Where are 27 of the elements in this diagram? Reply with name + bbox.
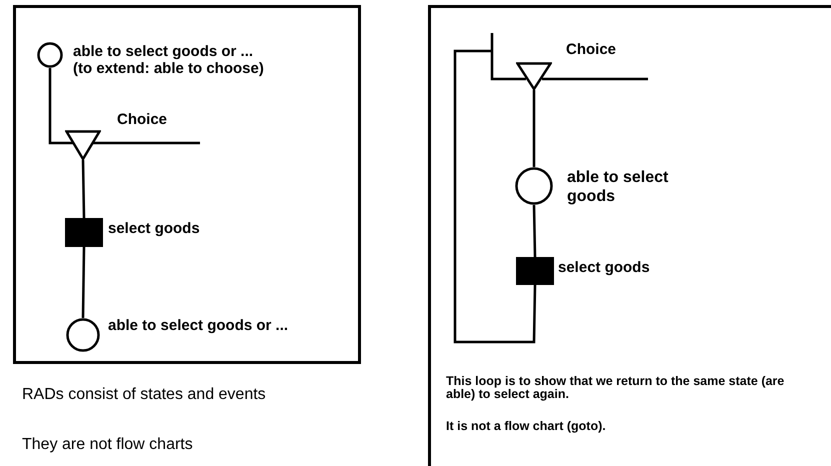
connector-line [532, 204, 536, 258]
state-label: (to extend: able to choose) [73, 61, 264, 77]
connector-line [532, 90, 536, 167]
state-circle [66, 318, 100, 352]
choice-label: Choice [117, 112, 168, 128]
choice-triangle [65, 130, 101, 160]
note-text: This loop is to show that we return to the same state (are able) to select again. [446, 375, 786, 401]
open-line [93, 142, 200, 144]
state-label: able to select goods or ... [108, 318, 288, 334]
choice-label: Choice [566, 42, 616, 58]
activity-box [65, 218, 103, 247]
state-circle [37, 42, 63, 68]
connector-line [454, 32, 536, 344]
caption-text: RADs consist of states and events [22, 386, 266, 404]
state-label: able to select goods or ... [73, 44, 254, 60]
activity-box [516, 257, 554, 285]
connector-line [48, 68, 73, 144]
activity-label: select goods [108, 221, 200, 237]
connector-line [82, 246, 86, 318]
caption-text: They are not flow charts [22, 436, 193, 454]
activity-label: select goods [558, 260, 650, 276]
state-circle [515, 167, 553, 205]
choice-triangle [516, 62, 552, 90]
connector-line [82, 160, 86, 218]
state-label: able to select goods [567, 168, 670, 206]
note-text: It is not a flow chart (goto). [446, 420, 607, 433]
open-line [542, 78, 648, 80]
